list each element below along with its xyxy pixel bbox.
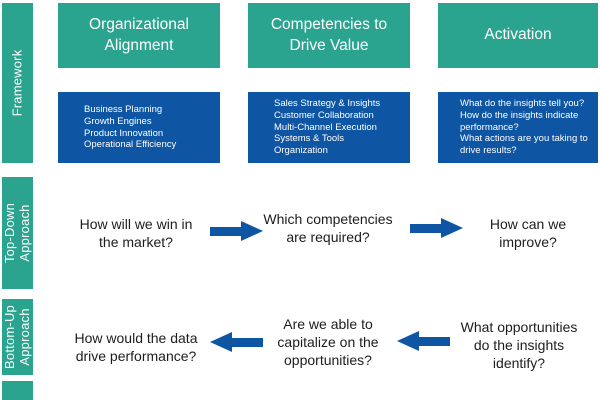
arrow-shaft xyxy=(210,227,242,236)
header-box-organizational-alignment: Organizational Alignment xyxy=(58,3,220,68)
arrow-right-icon xyxy=(410,218,463,239)
panel-item: Customer Collaboration xyxy=(274,109,374,121)
panel-item: Systems & Tools xyxy=(274,133,345,145)
arrow-head xyxy=(210,332,232,352)
bottom-up-question-2: Are we able to capitalize on the opportu… xyxy=(277,316,379,369)
arrow-right-icon xyxy=(210,221,263,242)
top-down-question-3: How can we improve? xyxy=(489,216,567,251)
panel-item: How do the insights indicate performance… xyxy=(460,109,579,133)
header-box-competencies: Competencies to Drive Value xyxy=(248,3,410,68)
top-down-question-2: Which competencies are required? xyxy=(263,211,393,246)
header-text-activation: Activation xyxy=(484,26,552,44)
panel-item: Organization xyxy=(274,145,328,157)
panel-item: Growth Engines xyxy=(84,115,152,127)
bottom-up-question-3: What opportunities do the insights ident… xyxy=(460,319,578,372)
sidebar-label-framework: Framework xyxy=(2,3,33,163)
arrow-head xyxy=(397,331,419,351)
bottom-up-question-1: How would the data drive performance? xyxy=(74,330,198,365)
arrow-left-icon xyxy=(397,331,450,352)
sidebar-label-partial xyxy=(2,381,33,400)
panel-item: What do the insights tell you? xyxy=(460,97,585,109)
panel-activation: What do the insights tell you? How do th… xyxy=(438,92,598,163)
panel-item: Multi-Channel Execution xyxy=(274,121,377,133)
arrow-left-icon xyxy=(210,332,263,353)
sidebar-label-bottom-up-text: Bottom-Up Approach xyxy=(1,305,32,369)
arrow-head xyxy=(441,218,463,238)
header-box-activation: Activation xyxy=(438,3,598,68)
header-text-competencies: Competencies to Drive Value xyxy=(270,16,388,54)
panel-item: What actions are you taking to drive res… xyxy=(460,133,588,157)
arrow-head xyxy=(241,221,263,241)
sidebar-label-top-down-text: Top-Down Approach xyxy=(1,202,32,264)
header-text-organizational-alignment: Organizational Alignment xyxy=(89,16,189,54)
arrow-shaft xyxy=(418,337,450,346)
panel-item: Sales Strategy & Insights xyxy=(274,97,381,109)
panel-competencies: Sales Strategy & Insights Customer Colla… xyxy=(248,92,410,163)
panel-organizational-alignment: Business Planning Growth Engines Product… xyxy=(58,92,220,163)
panel-item: Product Innovation xyxy=(84,127,164,139)
top-down-question-1: How will we win in the market? xyxy=(79,216,193,251)
sidebar-label-bottom-up: Bottom-Up Approach xyxy=(2,299,33,375)
sidebar-label-top-down: Top-Down Approach xyxy=(2,177,33,289)
arrow-shaft xyxy=(231,338,263,347)
panel-item: Business Planning xyxy=(84,103,163,115)
sidebar-label-framework-text: Framework xyxy=(9,49,25,117)
arrow-shaft xyxy=(410,224,442,233)
panel-item: Operational Efficiency xyxy=(84,139,177,151)
